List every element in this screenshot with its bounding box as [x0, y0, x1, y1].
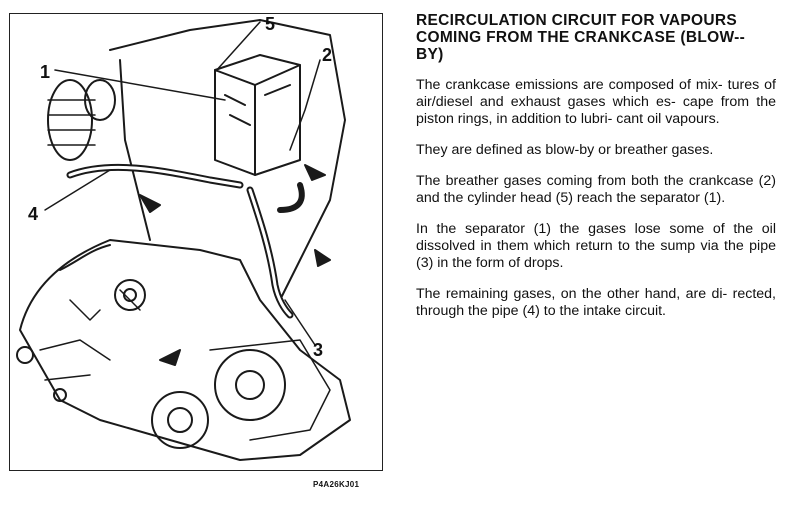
engine-illustration [16, 19, 351, 461]
callout-4: 4 [28, 204, 39, 224]
callout-5: 5 [265, 14, 276, 34]
page-title: RECIRCULATION CIRCUIT FOR VAPOURS COMING… [416, 12, 746, 63]
paragraph-remaining-gases: The remaining gases, on the other hand, … [416, 286, 776, 319]
callout-2: 2 [322, 45, 333, 65]
engine-illustration-frame [9, 13, 383, 471]
figure-code: P4A26KJ01 [313, 480, 360, 489]
paragraph-separator: In the separator (1) the gases lose some… [416, 221, 776, 271]
callout-3: 3 [313, 340, 324, 360]
callout-1: 1 [40, 62, 51, 82]
paragraph-definition: They are defined as blow-by or breather … [416, 142, 714, 158]
paragraph-emissions: The crankcase emissions are composed of … [416, 77, 776, 127]
paragraph-breather-gases: The breather gases coming from both the … [416, 173, 776, 206]
text-column: RECIRCULATION CIRCUIT FOR VAPOURS COMING… [416, 12, 776, 334]
